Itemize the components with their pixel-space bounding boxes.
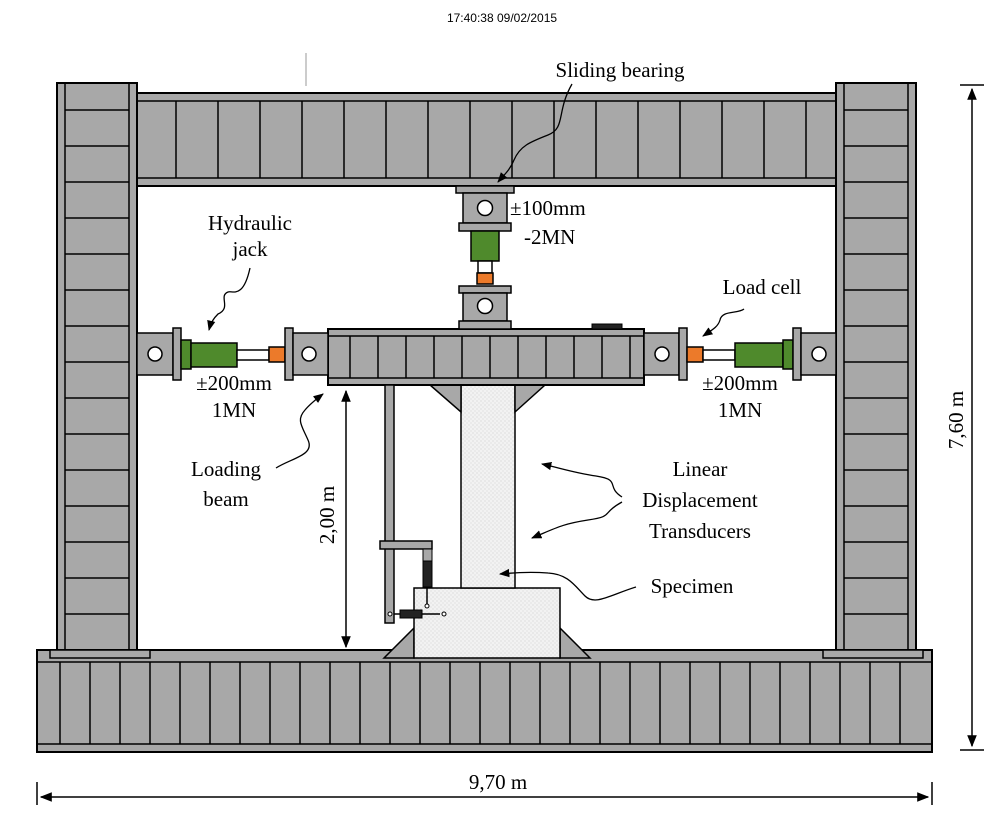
loading-beam [327,323,645,386]
load-cell-leader [702,308,745,337]
sliding-bearing-leader [497,83,573,183]
hydraulic-jack-leader [207,267,251,332]
ldt-leader-lower [531,501,623,539]
specimen-label: Specimen [651,574,734,598]
ldt-label-line2: Displacement [642,488,758,512]
left-actuator-force-label: 1MN [212,398,256,422]
right-actuator-stroke-label: ±200mm [702,371,778,395]
ldt-leader-upper [540,461,623,498]
base-beam [36,649,933,753]
top-actuator-force-label: -2MN [524,225,575,249]
loading-beam-label-line2: beam [203,487,248,511]
specimen [382,384,592,659]
ldt-frame [379,384,447,624]
dimension-lines [36,84,984,805]
ldt-label-line3: Transducers [649,519,751,543]
vertical-actuator [455,185,515,330]
timestamp: 17:40:38 09/02/2015 [447,11,557,25]
right-actuator [643,327,837,381]
top-beam [136,92,837,187]
left-actuator-stroke-label: ±200mm [196,371,272,395]
specimen-leader [498,568,637,601]
left-actuator [136,327,329,381]
ldt-label-line1: Linear [673,457,728,481]
left-column [56,82,138,659]
top-actuator-stroke-label: ±100mm [510,196,586,220]
load-cell-label: Load cell [723,275,802,299]
width-dimension-label: 9,70 m [469,770,527,794]
loading-beam-label-line1: Loading [191,457,261,481]
loading-beam-leader [275,393,324,469]
sliding-bearing-label: Sliding bearing [556,58,685,82]
right-column [835,82,917,659]
hydraulic-jack-label-line1: Hydraulic [208,211,292,235]
column-height-dimension-label: 2,00 m [315,486,339,544]
height-dimension-label: 7,60 m [944,391,968,449]
right-actuator-force-label: 1MN [718,398,762,422]
leader-lines [207,83,745,601]
hydraulic-jack-label-line2: jack [232,237,268,261]
